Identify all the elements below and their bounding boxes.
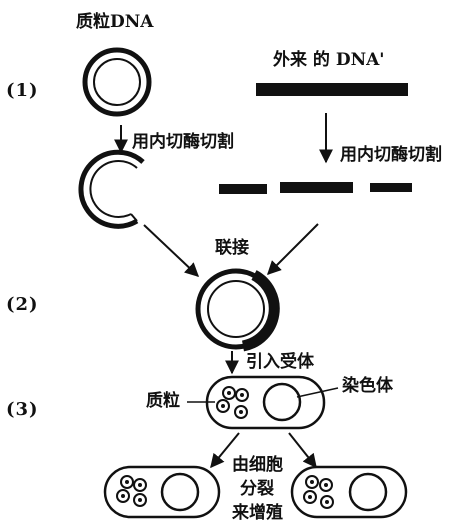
- daughter-cell-right: [290, 465, 408, 519]
- label-chromosome: 染色体: [342, 376, 393, 396]
- label-foreign-dna: 外来 的 DNA': [273, 50, 385, 70]
- label-plasmid-dna: 质粒DNA: [76, 12, 154, 32]
- label-cut-left: 用内切酶切割: [132, 132, 234, 152]
- label-introduce: 引入受体: [246, 352, 314, 372]
- plasmid-ring: [82, 47, 152, 117]
- recombinant-plasmid: [195, 268, 280, 352]
- leader-chromosome: [296, 387, 339, 398]
- foreign-dna-bar: [256, 83, 408, 96]
- step-2-label: (2): [6, 294, 39, 315]
- host-plasmids: [216, 386, 249, 419]
- arrow-daughter-right: [288, 432, 317, 469]
- host-cell: [205, 375, 326, 430]
- arrow-daughter-left: [210, 432, 240, 469]
- label-ligation: 联接: [215, 238, 249, 258]
- label-plasmid: 质粒: [146, 391, 180, 411]
- cut-plasmid: [78, 149, 145, 229]
- step-1-label: (1): [6, 80, 39, 101]
- label-cut-right: 用内切酶切割: [340, 145, 442, 165]
- daughter-cell-left: [103, 465, 221, 519]
- dna-fragments: [219, 182, 412, 194]
- label-division-2: 分裂: [240, 479, 274, 499]
- step-3-label: (3): [6, 399, 39, 420]
- arrow-to-ligation-left: [143, 224, 200, 277]
- label-division-3: 来增殖: [232, 503, 283, 523]
- label-division-1: 由细胞: [232, 455, 283, 475]
- arrow-to-ligation-right: [267, 223, 319, 275]
